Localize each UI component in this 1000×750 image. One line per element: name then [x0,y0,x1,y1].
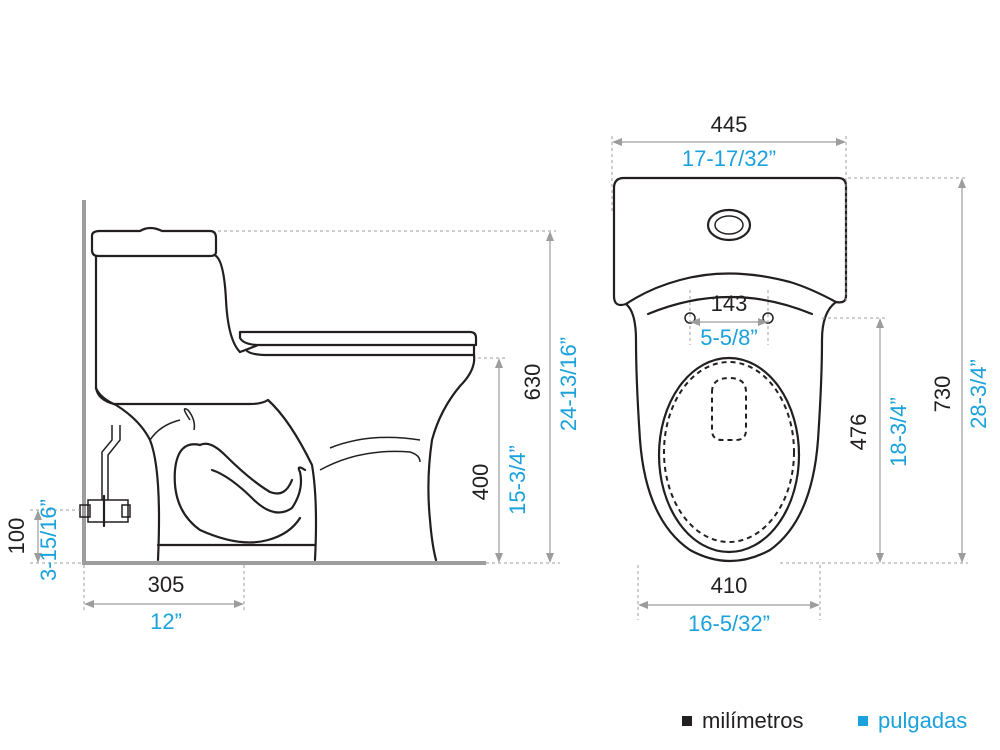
bowl [427,353,476,562]
tank-width-mm: 445 [711,112,748,137]
dim-bowl-width-line [638,601,820,609]
top-view: 445 17-17/32” 143 5-5/8” 410 16-5/32” 47… [611,112,991,636]
tank-lid [90,226,218,258]
toilet-body [94,254,270,406]
flush-button-icon [706,208,752,242]
bowl-width-in: 16-5/32” [688,611,770,636]
legend-mm-swatch [682,716,692,726]
bowl-water-area [663,361,795,543]
rough-in-in: 12” [150,609,182,634]
legend-in-swatch [858,716,868,726]
inlet-height-mm: 100 [4,518,29,555]
dim-total-length-line [958,178,966,563]
rough-in-mm: 305 [148,572,185,597]
hinge-spacing-mm: 143 [711,291,748,316]
dim-hinge-spacing-line [690,318,768,326]
trapway [173,442,307,544]
dim-bowl-length-line [876,318,884,563]
seat-opening [657,356,801,554]
seat-height-mm: 400 [468,464,493,501]
side-view: 630 24-13/16” 400 15-3/4” 100 3-15/16” 3… [4,200,581,634]
bowl-inner [319,436,421,471]
total-length-in: 28-3/4” [966,359,991,429]
bowl-outline-top [624,300,838,563]
seat [238,330,478,357]
pedestal [94,386,318,562]
bowl-width-mm: 410 [711,573,748,598]
inlet-height-in: 3-15/16” [36,499,61,581]
legend-in-label: pulgadas [878,708,968,733]
hinge-spacing-in: 5-5/8” [700,325,757,350]
legend-in: pulgadas [858,708,967,734]
tank-width-in: 17-17/32” [682,146,776,171]
trapway-back [149,408,196,441]
height-total-mm: 630 [520,364,545,401]
seat-height-in: 15-3/4” [505,445,530,515]
seat-rear-arc [646,295,814,316]
shutoff-valve [87,499,129,523]
legend-mm-label: milímetros [702,708,804,733]
bowl-length-in: 18-3/4” [886,397,911,467]
outlet-drain [711,376,747,441]
tank-top [612,176,848,307]
legend-mm: milímetros [682,708,803,734]
dim-inlet-height-line [34,510,42,563]
supply-pipe [101,425,121,500]
dim-rough-in-line [84,600,244,608]
dim-tank-width-line [612,138,846,146]
height-total-in: 24-13/16” [556,337,581,431]
bowl-length-mm: 476 [846,414,871,451]
dim-seat-height-line [495,358,503,563]
dim-height-total-line [546,231,554,563]
total-length-mm: 730 [930,376,955,413]
